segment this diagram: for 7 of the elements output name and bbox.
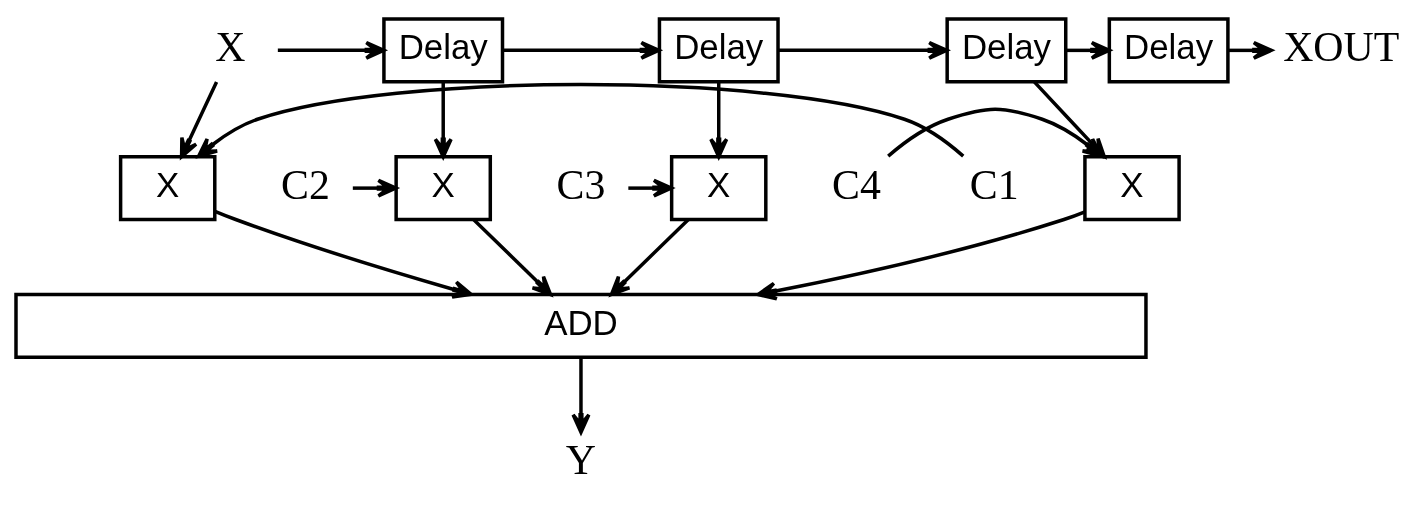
node-text: C3 [556,161,606,208]
node-text: C1 [969,161,1019,208]
node-text: X [215,24,246,71]
node-text: Y [565,437,597,484]
node-text: C2 [281,161,330,208]
node-text: XOUT [1283,24,1400,71]
node-text: C4 [832,161,881,208]
